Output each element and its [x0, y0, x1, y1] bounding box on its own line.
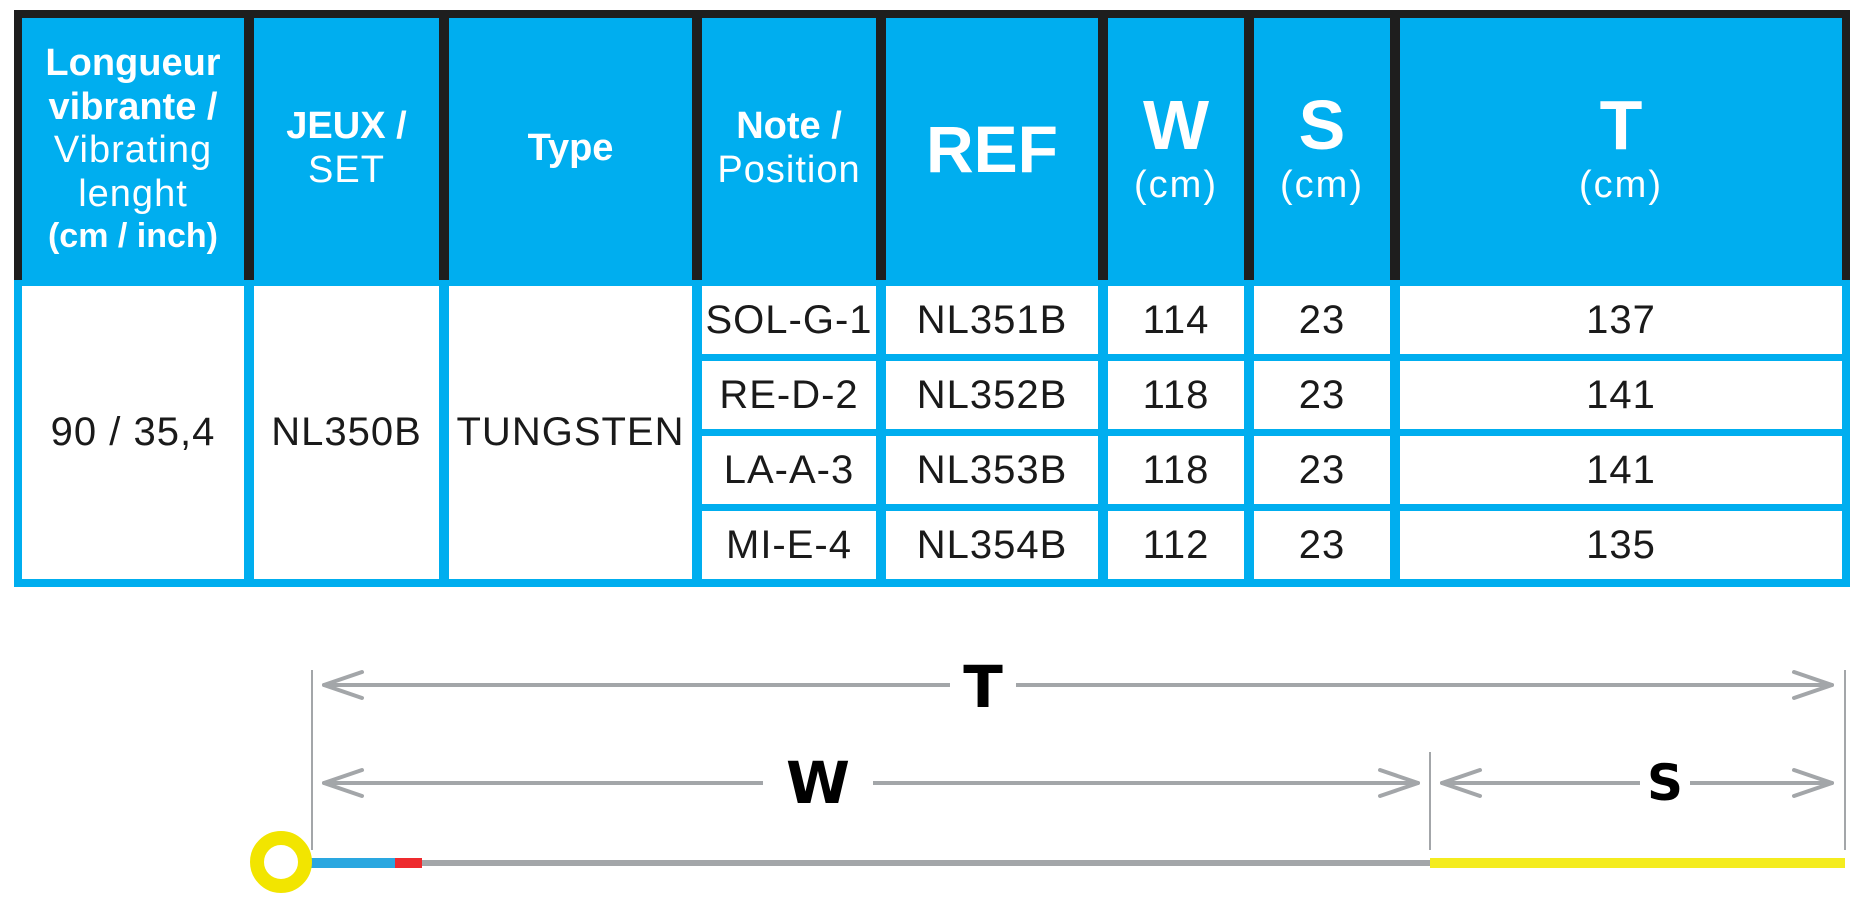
table-row-4-note: MI-E-4 — [702, 511, 876, 579]
table-row-2-t: 141 — [1400, 361, 1842, 429]
cell-set: NL350B — [254, 286, 439, 579]
table-row-3-ref: NL353B — [886, 436, 1098, 504]
header-w-letter: W — [1142, 86, 1210, 165]
header-t-unit: (cm) — [1579, 164, 1663, 207]
header-set-line1: JEUX / — [286, 105, 407, 148]
header-note-line1: Note / — [736, 105, 842, 148]
dimension-arrow-t — [322, 670, 1834, 700]
table-row-4-s: 23 — [1254, 511, 1390, 579]
dimension-arrow-s — [1440, 768, 1834, 798]
table-row-1-ref: NL351B — [886, 286, 1098, 354]
dimension-label-t: T — [950, 658, 1016, 716]
header-type: Type — [449, 18, 692, 280]
header-length-line4: lenght — [78, 173, 188, 216]
table-row-4-ref: NL354B — [886, 511, 1098, 579]
spec-table: Longueur vibrante / Vibrating lenght (cm… — [14, 10, 1850, 587]
table-row-3-note: LA-A-3 — [702, 436, 876, 504]
header-s-letter: S — [1298, 86, 1346, 165]
header-vibrating-length: Longueur vibrante / Vibrating lenght (cm… — [22, 18, 244, 280]
diagram-svg — [250, 670, 1846, 893]
header-s-unit: (cm) — [1280, 164, 1364, 207]
table-row-1-t: 137 — [1400, 286, 1842, 354]
table-row-3-t: 141 — [1400, 436, 1842, 504]
table-row-2-w: 118 — [1108, 361, 1244, 429]
cell-type: TUNGSTEN — [449, 286, 692, 579]
header-note-line2: Position — [717, 149, 861, 191]
cell-vibrating-length: 90 / 35,4 — [22, 286, 244, 579]
table-row-1-note: SOL-G-1 — [702, 286, 876, 354]
header-w-unit: (cm) — [1134, 164, 1218, 207]
header-ref-label: REF — [926, 112, 1058, 186]
header-type-label: Type — [527, 127, 614, 170]
dimension-label-s: S — [1640, 758, 1690, 808]
table-row-1-w: 114 — [1108, 286, 1244, 354]
dimension-label-w: W — [763, 754, 873, 812]
table-row-2-note: RE-D-2 — [702, 361, 876, 429]
string-diagram: T W S — [0, 640, 1865, 917]
header-note: Note / Position — [702, 18, 876, 280]
header-length-line1: Longueur — [45, 42, 221, 85]
table-row-4-w: 112 — [1108, 511, 1244, 579]
table-row-1-s: 23 — [1254, 286, 1390, 354]
header-length-line3: Vibrating — [53, 129, 213, 172]
header-s: S (cm) — [1254, 18, 1390, 280]
header-length-line5: (cm / inch) — [47, 216, 219, 255]
header-ref: REF — [886, 18, 1098, 280]
header-set-line2: SET — [308, 149, 385, 191]
header-t: T (cm) — [1400, 18, 1842, 280]
header-length-line2: vibrante / — [48, 85, 218, 128]
ball-end-icon — [250, 831, 312, 893]
table-row-4-t: 135 — [1400, 511, 1842, 579]
header-t-letter: T — [1599, 86, 1643, 165]
table-row-3-s: 23 — [1254, 436, 1390, 504]
table-row-3-w: 118 — [1108, 436, 1244, 504]
table-row-2-s: 23 — [1254, 361, 1390, 429]
table-row-2-ref: NL352B — [886, 361, 1098, 429]
header-w: W (cm) — [1108, 18, 1244, 280]
header-set: JEUX / SET — [254, 18, 439, 280]
